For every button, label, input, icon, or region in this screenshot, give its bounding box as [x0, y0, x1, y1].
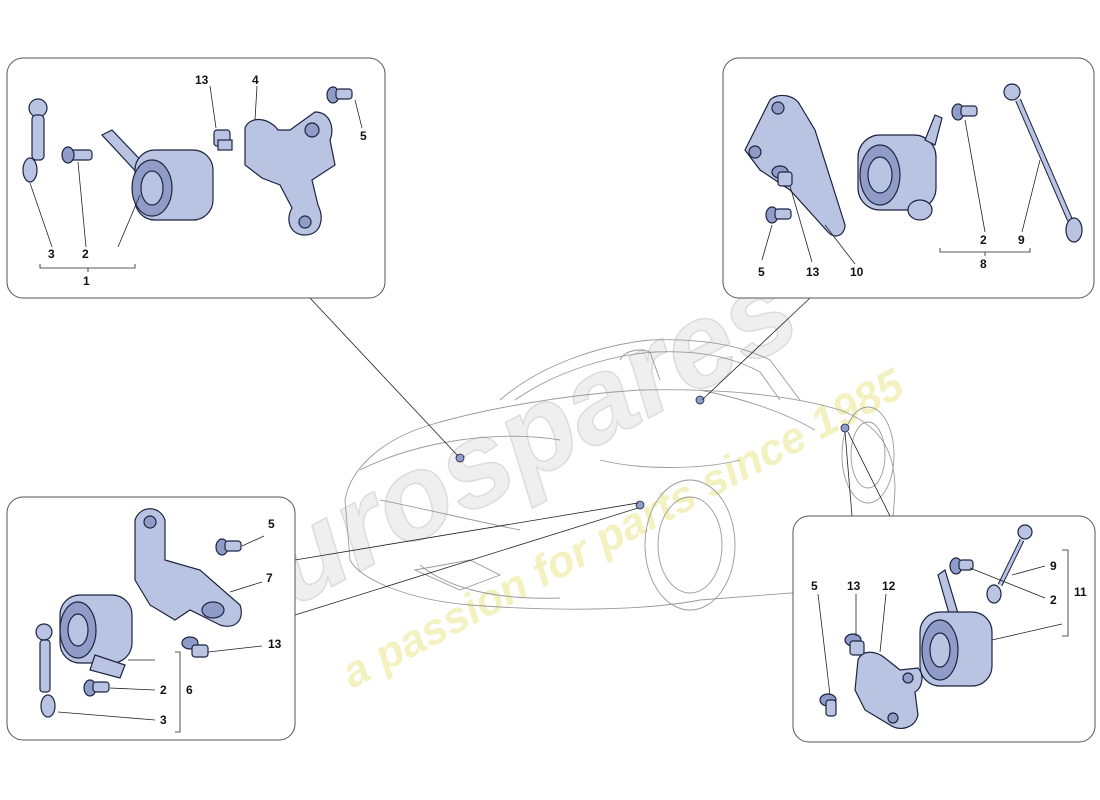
- panel-leaders: [294, 297, 891, 616]
- height-sensor-part: [857, 114, 943, 221]
- callout-9: 9: [1050, 559, 1057, 573]
- bolt-part: [61, 146, 93, 164]
- panel-top-right: 2 9 8 5 13 10: [722, 57, 1095, 299]
- bolt-13-part: [213, 129, 233, 151]
- callout-4: 4: [252, 73, 259, 87]
- callout-2: 2: [160, 683, 167, 697]
- callout-5: 5: [360, 129, 367, 143]
- callout-6: 6: [186, 683, 193, 697]
- height-sensor-part: [919, 569, 993, 687]
- bolt-2-part: [83, 679, 110, 697]
- bolt-2-part: [951, 103, 978, 121]
- callout-3: 3: [48, 247, 55, 261]
- callout-5: 5: [811, 579, 818, 593]
- callout-3: 3: [160, 713, 167, 727]
- car-outline: [344, 339, 896, 611]
- callout-11: 11: [1074, 585, 1087, 599]
- callout-9: 9: [1018, 233, 1025, 247]
- callout-13: 13: [847, 579, 861, 593]
- callout-13: 13: [195, 73, 209, 87]
- callout-2: 2: [1050, 593, 1057, 607]
- callout-1: 1: [83, 274, 90, 288]
- sensor-rod-part: [35, 623, 56, 718]
- bolt-13-part: [844, 633, 865, 656]
- callout-5: 5: [268, 517, 275, 531]
- bolt-5-part: [765, 206, 792, 224]
- height-sensor-part: [101, 129, 214, 221]
- sensor-rod-part: [986, 524, 1033, 604]
- callout-10: 10: [850, 265, 864, 279]
- sensor-rod-part: [22, 98, 48, 183]
- callout-5: 5: [758, 265, 765, 279]
- sensor-rod-part: [1003, 83, 1083, 243]
- bracket-10-part: [744, 94, 846, 237]
- callout-12: 12: [882, 579, 896, 593]
- callout-13: 13: [806, 265, 820, 279]
- panel-bottom-right: 9 11 2 5 13 12: [792, 515, 1096, 743]
- bolt-2-part: [949, 557, 974, 575]
- bolt-13-part: [181, 636, 209, 658]
- panel-bottom-left: 5 7 13 2 6 3: [6, 496, 296, 741]
- height-sensor-part: [59, 594, 133, 679]
- bolt-5-part: [215, 538, 242, 556]
- bracket-7-part: [134, 508, 242, 627]
- callout-7: 7: [266, 571, 273, 585]
- callout-2: 2: [82, 247, 89, 261]
- callout-8: 8: [980, 257, 987, 271]
- bracket-12-part: [854, 651, 923, 729]
- bolt-13-part: [771, 165, 793, 187]
- bolt-5-part: [819, 693, 837, 717]
- panel-top-left: 13 4 5 3 2 1: [6, 57, 386, 299]
- callout-2: 2: [980, 233, 987, 247]
- bolt-5-part: [326, 86, 353, 104]
- callout-13: 13: [268, 637, 282, 651]
- bracket-part: [244, 111, 336, 236]
